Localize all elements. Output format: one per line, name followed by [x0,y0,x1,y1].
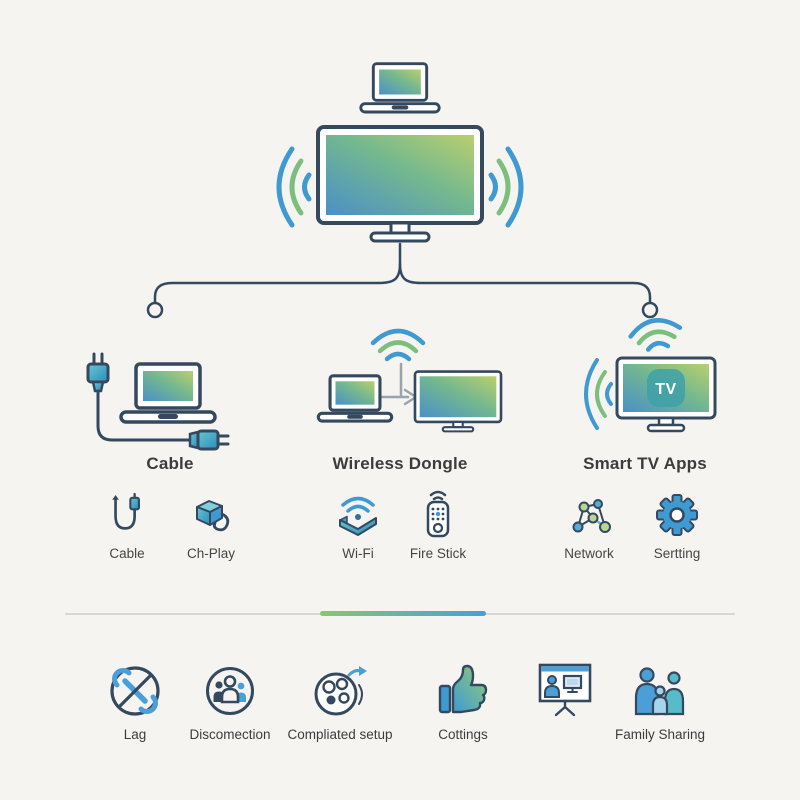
issue-label: Discomection [189,727,271,742]
smart-tv-icon: TV [615,356,717,433]
issue-family-sharing: Family Sharing [600,660,720,742]
feature-setting: Sertting [640,490,714,561]
issue-cottings: Cottings [403,660,523,742]
tv-icon [413,370,503,433]
cable-features: Cable Ch-Play [88,490,250,561]
issue-presentation [505,660,625,727]
feature-label: Fire Stick [409,546,467,561]
issue-complicated-setup: Compliated setup [280,660,400,742]
wireless-waves-right-icon [488,146,524,228]
wireless-waves-icon [584,358,613,430]
feature-label: Sertting [653,546,701,561]
feature-label: Network [564,546,614,561]
feature-ch-play: Ch-Play [172,490,250,561]
people-circle-icon [206,667,254,715]
issue-label: Family Sharing [614,727,706,742]
tv-icon [316,125,484,243]
issue-disconnection: Discomection [170,660,290,742]
wireless-waves-left-icon [276,146,312,228]
section-title-wireless-dongle: Wireless Dongle [332,454,468,473]
wifi-cast-icon [339,496,377,536]
section-title-smart-tv-apps: Smart TV Apps [583,454,707,473]
family-icon [634,667,685,716]
feature-label: Cable [109,546,145,561]
feature-network: Network [552,490,626,561]
wifi-icon [370,328,426,362]
thumbs-up-icon [438,664,488,714]
wifi-icon [628,318,683,352]
feature-label: Ch-Play [186,546,235,561]
laptop-icon [316,374,394,423]
issue-label: Lag [123,727,147,742]
reel-arrow-icon [314,666,367,716]
smart-tv-features: Network [552,490,714,561]
issue-lag: Lag [75,660,195,742]
blocked-wrench-icon [110,666,160,716]
feature-label: Wi-Fi [342,546,374,561]
wireless-dongle-features: Wi-Fi Fire Stick [322,490,474,561]
gear-icon [656,494,698,536]
issue-label: Cottings [438,727,488,742]
branch-connector [146,242,659,319]
chromecast-icon [196,500,230,532]
laptop-icon [359,62,441,114]
laptop-icon [119,362,217,424]
feature-cable: Cable [88,490,166,561]
usb-cable-icon [112,492,140,530]
tv-badge-text: TV [655,381,676,398]
divider-accent [320,611,486,616]
remote-icon [426,490,450,538]
presentation-screen-icon [538,663,592,717]
cable-plug-illustration [86,352,230,451]
section-title-cable: Cable [146,454,194,473]
feature-wifi: Wi-Fi [322,490,394,561]
feature-fire-stick: Fire Stick [402,490,474,561]
network-icon [572,499,611,533]
issue-label: Compliated setup [287,727,393,742]
